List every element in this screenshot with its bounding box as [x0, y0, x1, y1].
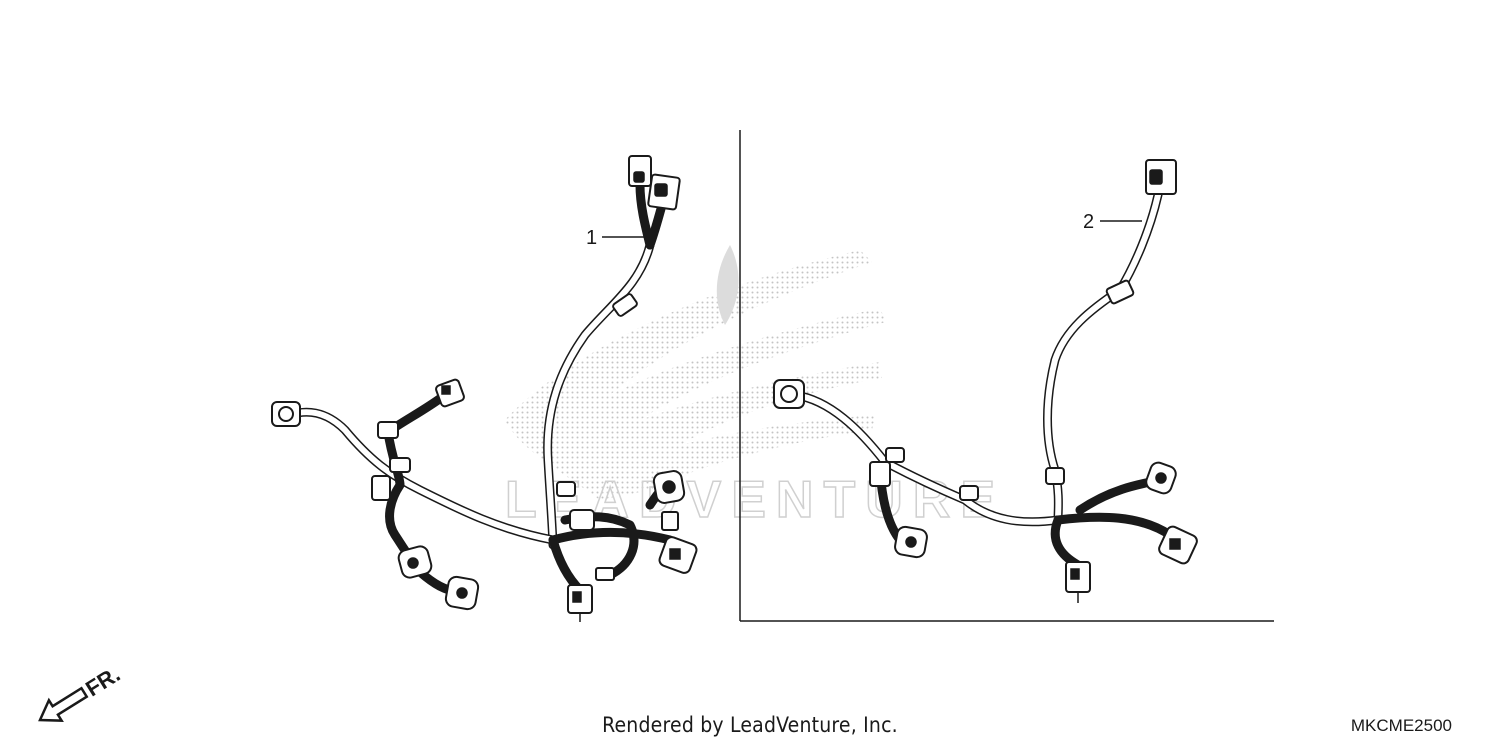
- watermark: LEADVENTURE: [504, 245, 996, 530]
- connector-left: [773, 379, 805, 409]
- connector-bottom-center: [567, 584, 593, 622]
- front-label: FR.: [81, 661, 124, 701]
- connector-bottom: [1065, 561, 1091, 603]
- connector-right-bottom: [1158, 525, 1198, 565]
- connector-left-b: [435, 378, 465, 408]
- connector-bottom-left-b: [444, 575, 480, 611]
- wire-harness-2: [773, 159, 1198, 603]
- watermark-flame: [716, 245, 739, 325]
- render-credit: Rendered by LeadVenture, Inc.: [602, 713, 898, 737]
- connector-left-a: [271, 401, 301, 427]
- panel-frame: [739, 130, 1274, 622]
- connector-right-top: [1145, 461, 1177, 495]
- connector-top-b: [647, 173, 681, 211]
- watermark-wing: [505, 250, 886, 500]
- callout-2-number: 2: [1083, 211, 1094, 233]
- connector-junction-a: [371, 421, 411, 501]
- connector-bottom-left: [894, 525, 928, 559]
- connector-right-b: [658, 536, 698, 574]
- front-arrow-icon: [38, 686, 89, 722]
- wire-harness-1: [271, 155, 698, 622]
- callout-1-number: 1: [586, 227, 597, 249]
- callout-1: 1: [586, 227, 647, 249]
- diagram-code: MKCME2500: [1350, 716, 1452, 735]
- callout-2: 2: [1083, 211, 1142, 233]
- connector-top-a: [628, 155, 652, 187]
- connector-top: [1145, 159, 1177, 195]
- connector-right-a: [652, 470, 686, 504]
- connector-bottom-left-a: [397, 545, 433, 579]
